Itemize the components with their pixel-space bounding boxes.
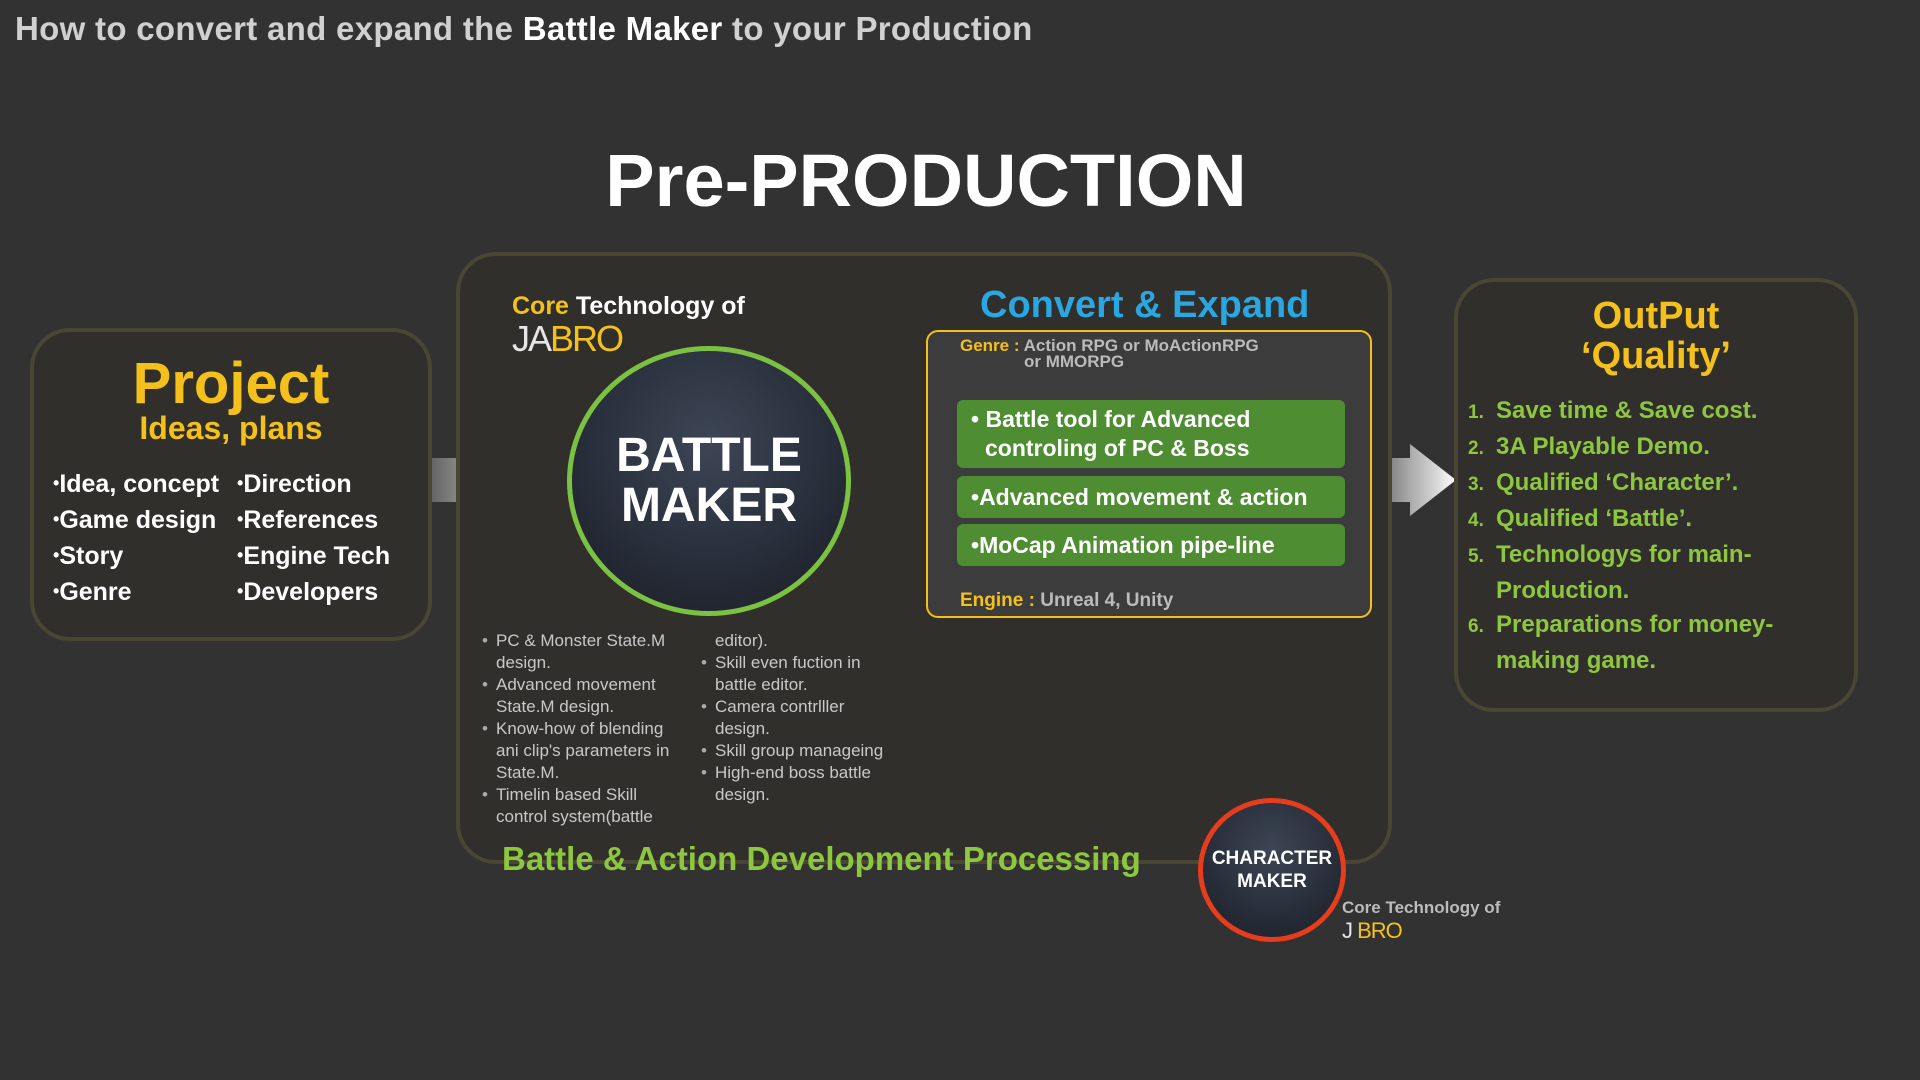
skill-item-cont: ani clip's parameters in	[496, 741, 670, 760]
engine-text: Engine : Unreal 4, Unity	[960, 590, 1173, 612]
project-list-right: Direction References Engine Tech Develop…	[237, 466, 390, 610]
skill-item: PC & Monster State.M	[496, 630, 700, 652]
feature-bar-battle-tool: Battle tool for Advanced controling of P…	[957, 400, 1345, 468]
core-word: Core	[512, 292, 569, 320]
project-item: Direction	[237, 466, 390, 502]
skill-item: Timelin based Skill	[496, 784, 700, 806]
engine-value: Unreal 4, Unity	[1034, 590, 1174, 611]
project-item: Game design	[53, 502, 219, 538]
character-maker-line2: MAKER	[1237, 871, 1307, 892]
skill-item: Skill even fuction in	[715, 652, 919, 674]
character-maker-line1: CHARACTER	[1211, 848, 1333, 869]
skill-item: Advanced movement	[496, 674, 700, 696]
jabro-logo-j: JA	[512, 318, 552, 359]
output-item: 5. Technologys for main-Production.	[1468, 538, 1856, 608]
skill-item-cont: State.M.	[496, 763, 560, 782]
skill-item: Camera contrlller	[715, 696, 919, 718]
feature-bar-mocap: MoCap Animation pipe-line	[957, 524, 1345, 566]
output-item-text: Technologys for main-Production.	[1496, 541, 1752, 604]
jabro-logo-bro: BRO	[550, 318, 624, 359]
header-suffix: to your Production	[722, 10, 1033, 47]
output-item-text: Preparations for money-making game.	[1496, 611, 1774, 674]
project-subtitle: Ideas, plans	[139, 410, 323, 446]
output-item: 1. Save time & Save cost.	[1468, 394, 1856, 430]
skill-item-cont: editor).	[715, 631, 768, 650]
battle-maker-line2: MAKER	[621, 479, 797, 532]
project-list-left: Idea, concept Game design Story Genre	[53, 466, 219, 610]
output-item-num: 6.	[1468, 616, 1484, 637]
character-maker-circle: CHARACTER MAKER	[1198, 798, 1346, 942]
bar1-line2: controling of PC & Boss	[985, 435, 1250, 461]
output-item-text: Qualified ‘Battle’.	[1496, 505, 1693, 532]
output-item-num: 5.	[1468, 546, 1484, 567]
skill-item-cont: design.	[496, 653, 551, 672]
output-item-num: 2.	[1468, 438, 1484, 459]
header-bold: Battle Maker	[522, 10, 723, 47]
header-prefix: How to convert and expand the	[15, 10, 523, 47]
convert-expand-box	[926, 330, 1372, 618]
output-item: 4. Qualified ‘Battle’.	[1468, 502, 1856, 538]
character-core-label: Core Technology of	[1342, 898, 1501, 917]
engine-key: Engine :	[960, 590, 1035, 611]
process-label: Battle & Action Development Processing	[502, 840, 1141, 877]
project-item: Developers	[237, 574, 390, 610]
genre-line1: Action RPG or MoActionRPG	[1019, 336, 1259, 355]
skill-item: Skill group manageing	[715, 740, 919, 762]
skill-item: Know-how of blending	[496, 718, 700, 740]
feature-bar-movement: Advanced movement & action	[957, 476, 1345, 518]
genre-text: Genre : Action RPG or MoActionRPG or MMO…	[960, 336, 1259, 371]
skill-item-cont: design.	[715, 785, 770, 804]
skill-item-cont: State.M design.	[496, 697, 615, 716]
output-item-text: Qualified ‘Character’.	[1496, 469, 1739, 496]
output-item: 6. Preparations for money-making game.	[1468, 608, 1856, 678]
project-item: Genre	[53, 574, 219, 610]
output-title-line2: ‘Quality’	[1581, 335, 1731, 377]
convert-expand-title: Convert & Expand	[980, 284, 1310, 326]
project-title: Project	[132, 351, 330, 416]
skill-item-cont: control system(battle	[496, 807, 653, 826]
output-list: 1. Save time & Save cost. 2. 3A Playable D…	[1468, 394, 1856, 678]
character-logo-j: J	[1342, 918, 1353, 943]
project-item: Story	[53, 538, 219, 574]
project-item: Idea, concept	[53, 466, 219, 502]
bar1-line1: Battle tool for Advanced	[985, 406, 1251, 432]
skill-list-right: editor). Skill even fuction in battle ed…	[699, 630, 919, 806]
output-item-num: 1.	[1468, 402, 1484, 423]
skill-item-cont: design.	[715, 719, 770, 738]
jabro-logo: JABRO	[512, 318, 624, 360]
output-panel	[1454, 278, 1858, 712]
output-item-num: 3.	[1468, 474, 1484, 495]
battle-maker-line1: BATTLE	[616, 429, 802, 482]
project-item: References	[237, 502, 390, 538]
output-item: 3. Qualified ‘Character’.	[1468, 466, 1856, 502]
skill-item: High-end boss battle	[715, 762, 919, 784]
character-jabro-logo: J BRO	[1342, 918, 1403, 944]
output-item-text: Save time & Save cost.	[1496, 397, 1758, 424]
stage-title: Pre-PRODUCTION	[605, 139, 1247, 222]
output-title: OutPut ‘Quality’	[1454, 296, 1858, 376]
core-suffix: Technology of	[568, 292, 745, 320]
genre-key: Genre :	[960, 336, 1020, 355]
character-logo-bro: BRO	[1357, 918, 1403, 943]
skill-list-left: PC & Monster State.M design. Advanced mo…	[480, 630, 700, 828]
output-item-num: 4.	[1468, 510, 1484, 531]
output-item: 2. 3A Playable Demo.	[1468, 430, 1856, 466]
battle-maker-circle: BATTLE MAKER	[567, 346, 851, 616]
slide-header: How to convert and expand the Battle Mak…	[15, 10, 1033, 48]
core-technology-label: Core Technology of	[512, 292, 745, 321]
skill-item-cont: battle editor.	[715, 675, 808, 694]
output-title-line1: OutPut	[1592, 295, 1720, 337]
project-item: Engine Tech	[237, 538, 390, 574]
genre-line2: or MMORPG	[1024, 352, 1125, 371]
output-item-text: 3A Playable Demo.	[1496, 433, 1710, 460]
